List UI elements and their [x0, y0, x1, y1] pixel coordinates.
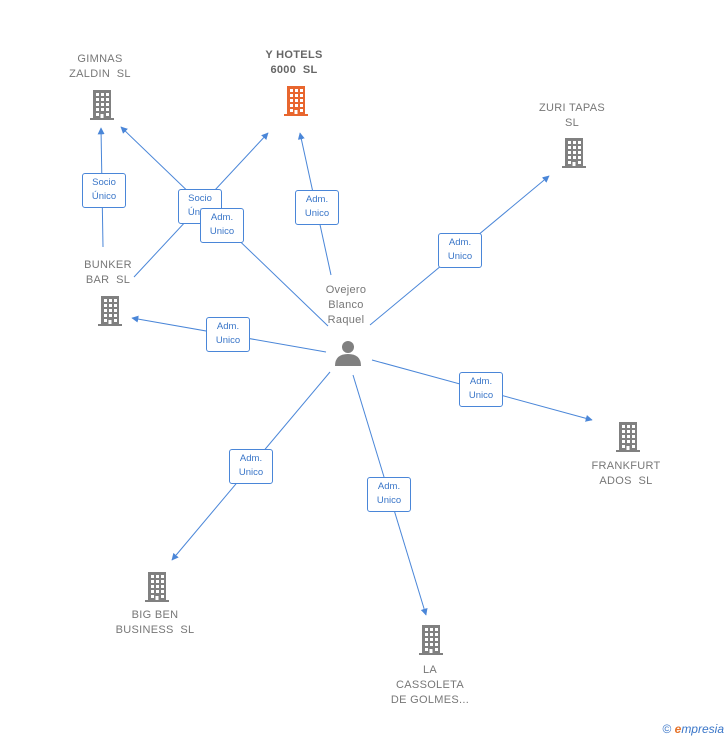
- building-icon-yhotels[interactable]: [284, 86, 308, 116]
- building-icon-zuri[interactable]: [562, 138, 586, 168]
- person-icon[interactable]: [335, 341, 361, 366]
- node-label-bunker[interactable]: BUNKER BAR SL: [84, 259, 132, 286]
- building-icon-cassoleta[interactable]: [419, 625, 443, 655]
- edge-label-person-to-bigben[interactable]: Adm. Unico: [229, 449, 273, 484]
- edge-label-person-to-bunker[interactable]: Adm. Unico: [206, 317, 250, 352]
- brand-logo[interactable]: empresia: [674, 722, 724, 736]
- node-label-bigben[interactable]: BIG BEN BUSINESS SL: [115, 609, 195, 636]
- edge-label-person-to-frankfurt[interactable]: Adm. Unico: [459, 372, 503, 407]
- building-icon-gimnas[interactable]: [90, 90, 114, 120]
- edge-label-bunker-to-gimnas[interactable]: Socio Único: [82, 173, 126, 208]
- copyright-footer: © empresia: [662, 722, 724, 736]
- node-label-zuri[interactable]: ZURI TAPAS SL: [539, 102, 605, 129]
- edge-label-person-to-gimnas[interactable]: Adm. Unico: [200, 208, 244, 243]
- building-icon-bigben[interactable]: [145, 572, 169, 602]
- node-label-frankfurt[interactable]: FRANKFURT ADOS SL: [591, 460, 661, 487]
- edge-label-person-to-zuri[interactable]: Adm. Unico: [438, 233, 482, 268]
- edge-label-person-to-cassoleta[interactable]: Adm. Unico: [367, 477, 411, 512]
- building-icon-frankfurt[interactable]: [616, 422, 640, 452]
- node-label-person[interactable]: Ovejero Blanco Raquel: [325, 284, 367, 326]
- node-label-yhotels[interactable]: Y HOTELS 6000 SL: [265, 49, 323, 76]
- copyright-symbol: ©: [662, 722, 672, 736]
- node-label-gimnas[interactable]: GIMNAS ZALDIN SL: [69, 53, 131, 80]
- edge-label-person-to-yhotels[interactable]: Adm. Unico: [295, 190, 339, 225]
- node-label-cassoleta[interactable]: LA CASSOLETA DE GOLMES...: [390, 664, 470, 706]
- building-icon-bunker[interactable]: [98, 296, 122, 326]
